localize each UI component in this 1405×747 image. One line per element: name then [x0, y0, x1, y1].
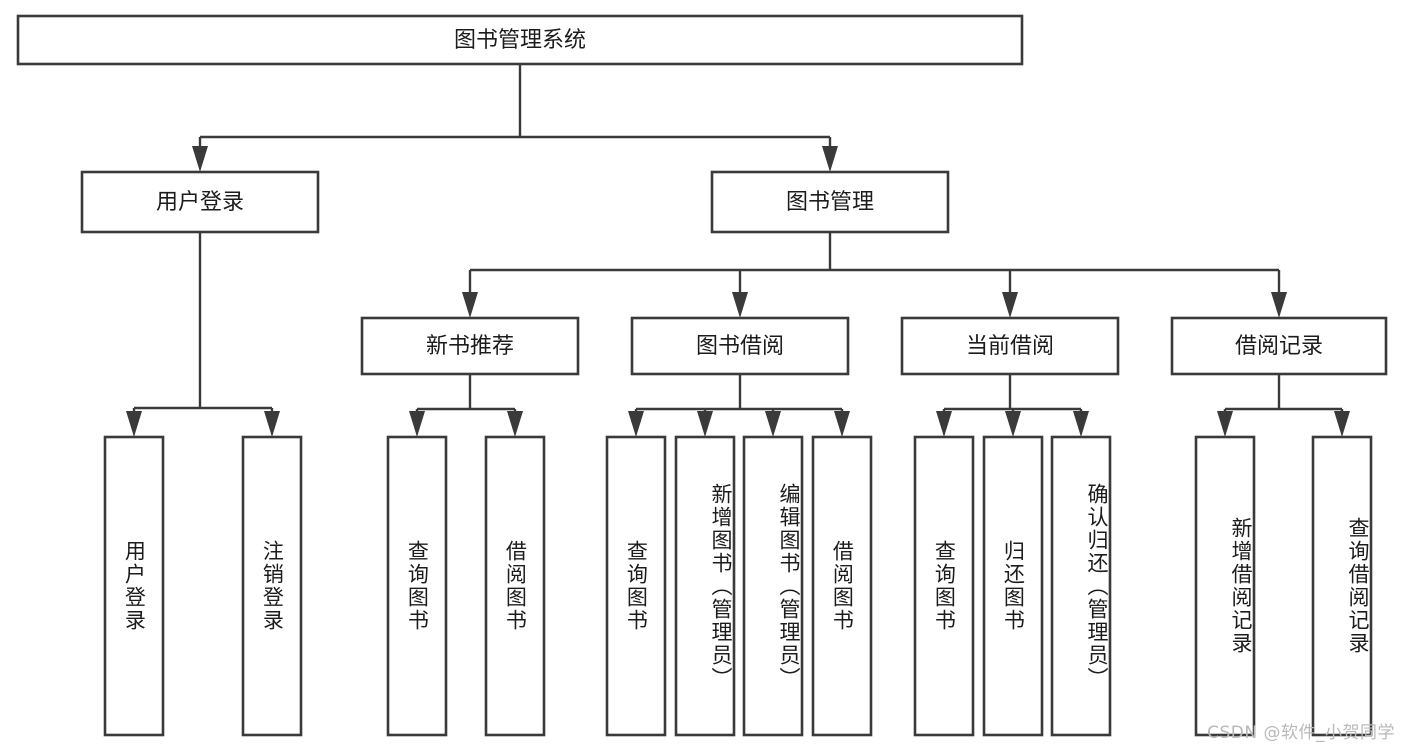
- node-leaf-leaf-user-login[interactable]: [103, 435, 165, 737]
- node-label: 图书管理系统: [454, 28, 586, 53]
- node-leaf-leaf-logout[interactable]: [241, 435, 303, 737]
- node-label: 当前借阅: [966, 334, 1054, 359]
- node-level2-current-borrow[interactable]: [900, 316, 1120, 376]
- node-leaf-leaf-return-book[interactable]: [982, 435, 1044, 737]
- edges-layer: [126, 64, 1350, 437]
- node-label: 图书借阅: [696, 334, 784, 359]
- node-label: 用户登录: [156, 190, 244, 215]
- watermark-text: CSDN @软件_小贺同学: [1207, 723, 1395, 743]
- node-level1-book-manage[interactable]: [710, 170, 950, 234]
- node-label: 新书推荐: [426, 334, 514, 359]
- node-leaf-leaf-borrow-book-1[interactable]: [484, 435, 546, 737]
- node-level2-borrow-record[interactable]: [1170, 316, 1388, 376]
- node-leaf-leaf-query-book-1[interactable]: [386, 435, 448, 737]
- node-leaf-leaf-query-book-3[interactable]: [913, 435, 975, 737]
- node-leaf-leaf-query-book-2[interactable]: [605, 435, 667, 737]
- node-leaf-leaf-confirm-return[interactable]: [1050, 435, 1112, 737]
- node-leaf-leaf-borrow-book-2[interactable]: [811, 435, 873, 737]
- node-leaf-leaf-add-record[interactable]: [1194, 435, 1256, 737]
- node-label: 图书管理: [786, 190, 874, 215]
- node-leaf-leaf-add-book[interactable]: [674, 435, 736, 737]
- node-level2-new-book-rec[interactable]: [360, 316, 580, 376]
- node-level1-user-login[interactable]: [80, 170, 320, 234]
- node-leaf-leaf-query-record[interactable]: [1311, 435, 1373, 737]
- node-leaf-leaf-edit-book[interactable]: [742, 435, 804, 737]
- node-level2-book-borrow[interactable]: [630, 316, 850, 376]
- node-label: 借阅记录: [1235, 334, 1323, 359]
- node-root-system[interactable]: [16, 14, 1024, 66]
- nodes-layer: [16, 14, 1388, 737]
